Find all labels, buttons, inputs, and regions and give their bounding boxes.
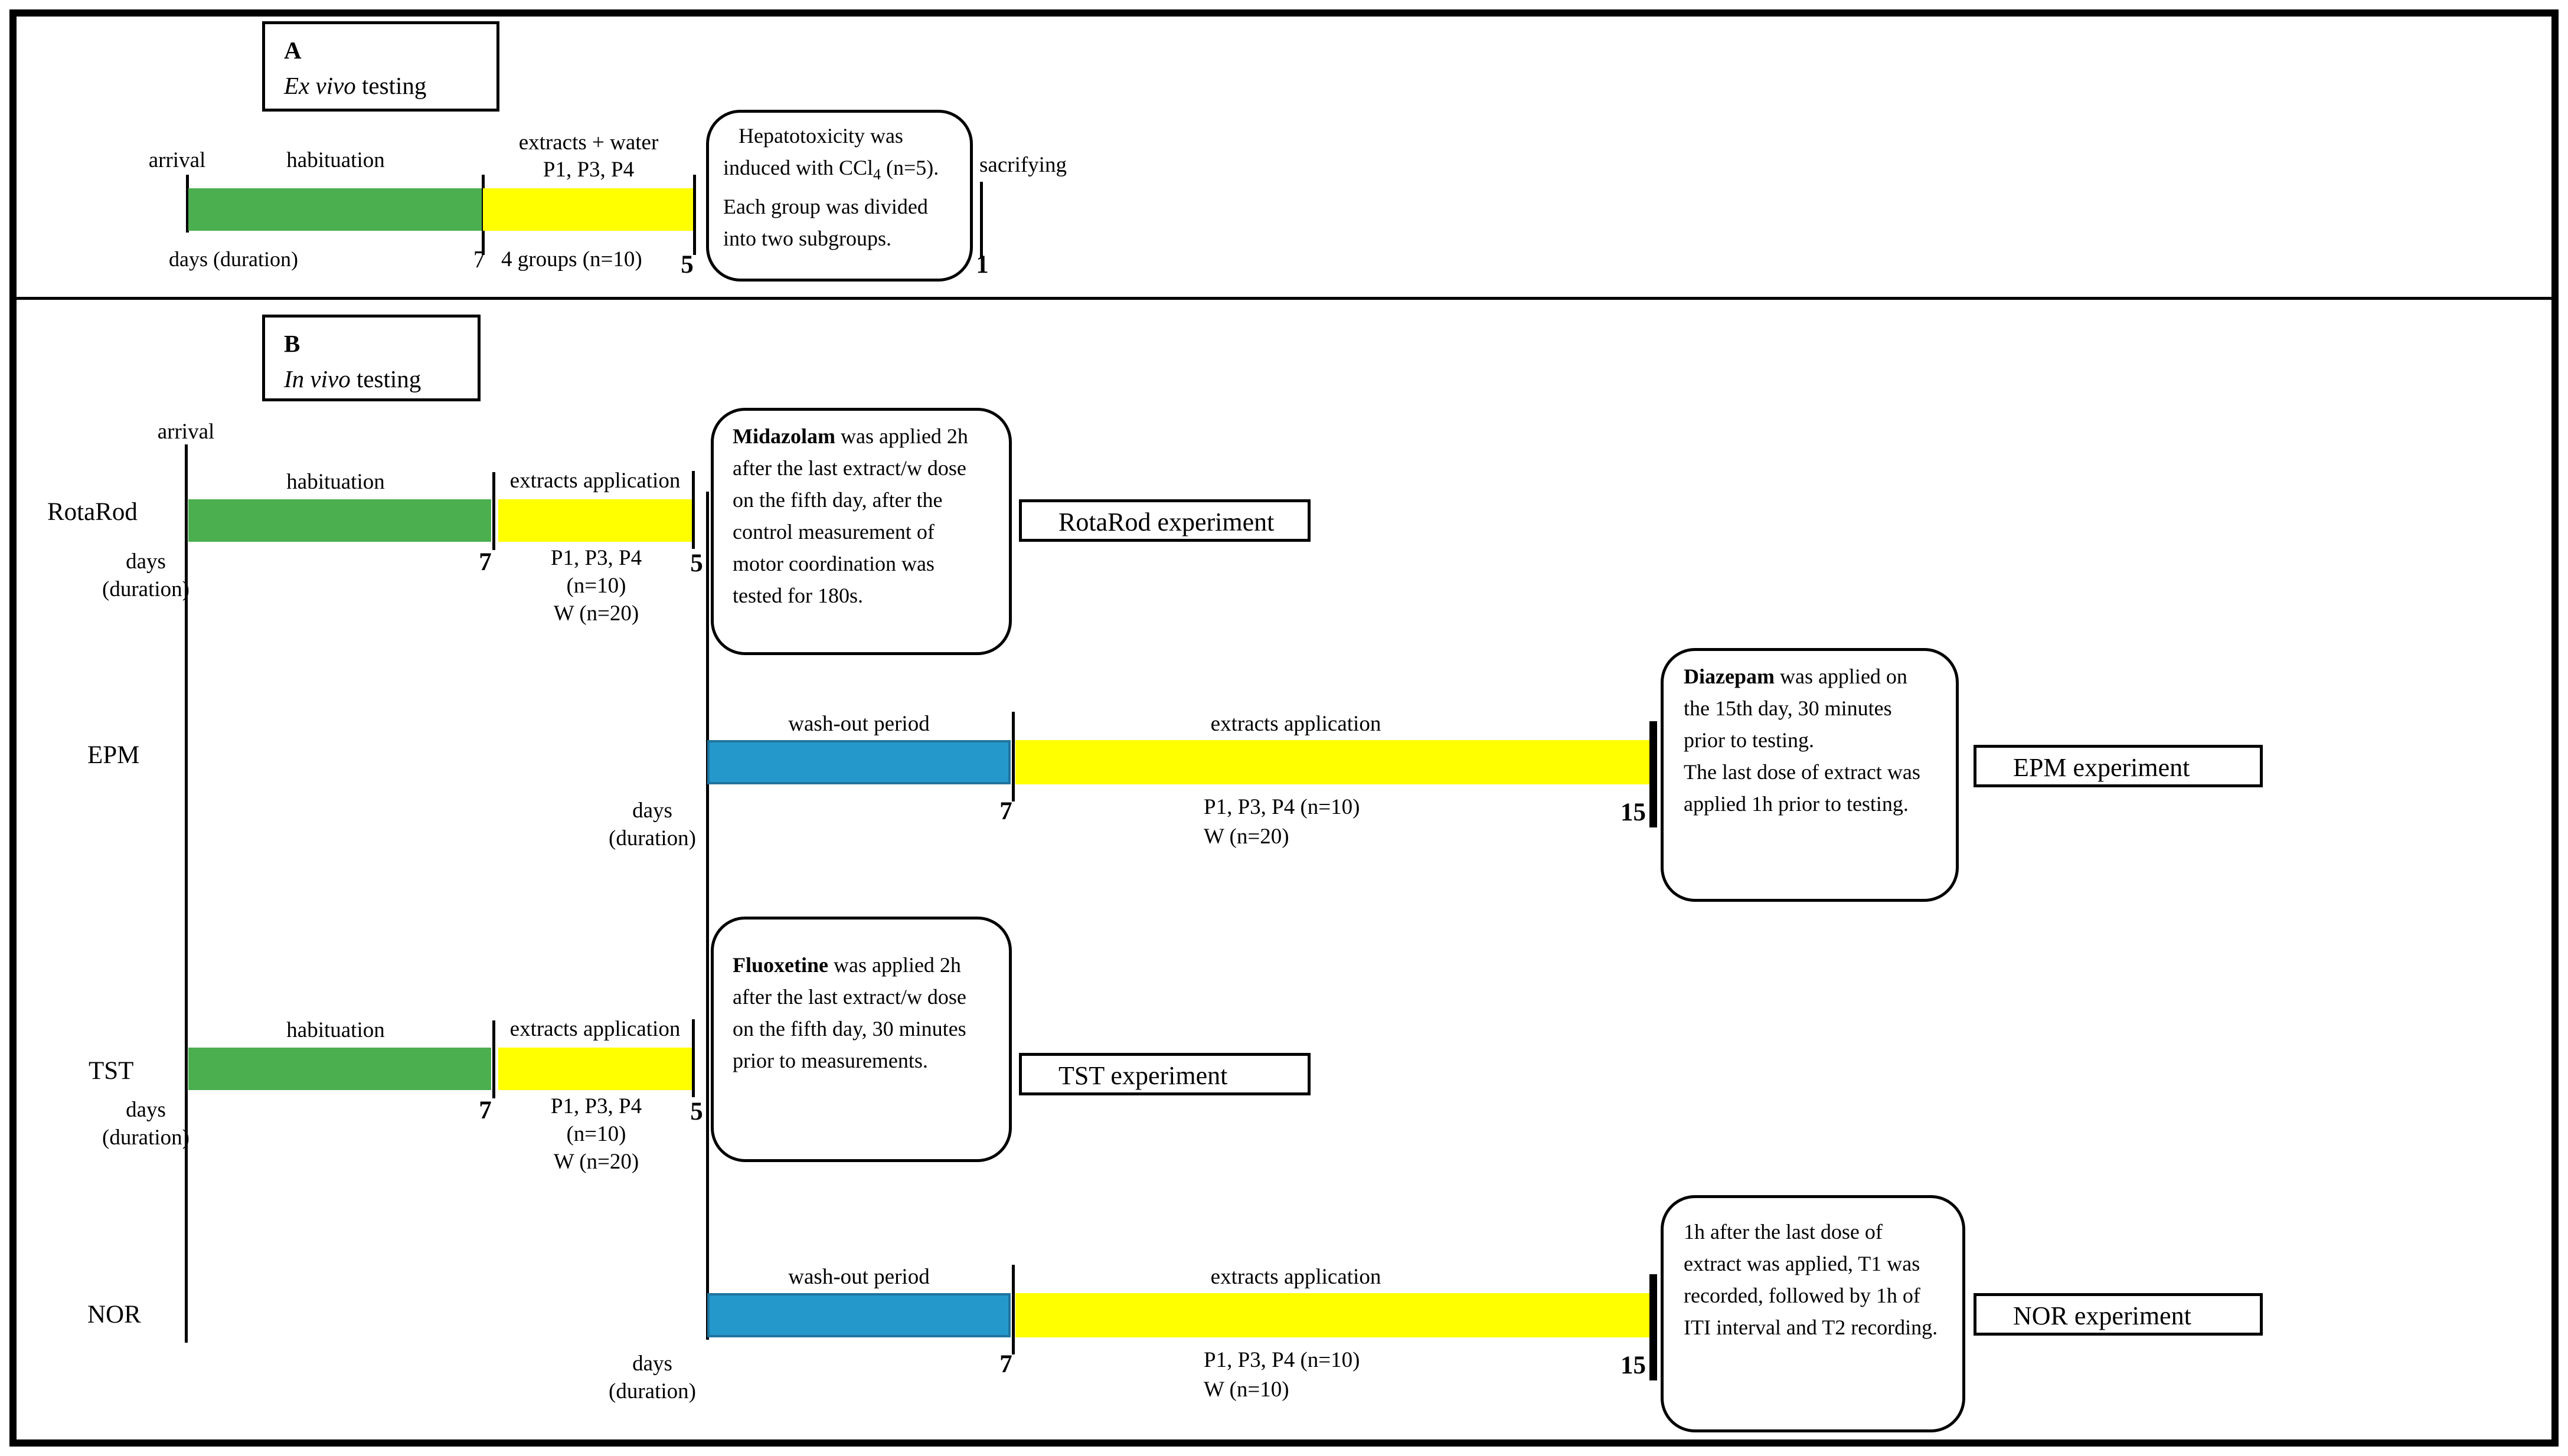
panel-a-day5-tick (693, 175, 696, 255)
nor-experiment-box: NOR experiment (1974, 1293, 2263, 1336)
panel-a-day5-number: 5 (681, 251, 694, 279)
panel-b-label: B (284, 330, 300, 357)
rotarod-day5-tick (692, 471, 695, 549)
panel-b-mid-line (706, 492, 709, 1340)
epm-days-axis-label: days (duration) (609, 799, 696, 850)
panel-a-day1-number: 1 (976, 251, 989, 279)
fluoxetine-note-box: Fluoxetine was applied 2h after the last… (711, 917, 1012, 1162)
rotarod-habituation-bar (188, 499, 491, 542)
rotarod-subjects-label: P1, P3, P4 (n=10) W (n=20) (550, 546, 642, 626)
nor-note-box: 1h after the last dose of extract was ap… (1661, 1195, 1965, 1432)
panel-a-extracts-label-line2: P1, P3, P4 (543, 158, 635, 182)
epm-experiment-box: EPM experiment (1974, 745, 2263, 787)
rotarod-experiment-box: RotaRod experiment (1019, 499, 1311, 542)
tst-day7-tick (492, 1020, 495, 1098)
tst-extracts-bar (498, 1048, 694, 1090)
epm-day7-tick (1012, 712, 1015, 801)
panel-a-sacrifice-tick (980, 182, 983, 257)
epm-subjects-line1: P1, P3, P4 (n=10) (1204, 795, 1360, 819)
nor-day15-number: 15 (1620, 1352, 1646, 1379)
panel-a-days-axis-label: days (duration) (169, 247, 298, 271)
panel-a-extracts-bar (483, 188, 694, 231)
panel-a-title: Ex vivo testing (284, 72, 427, 99)
epm-day7-number: 7 (999, 797, 1012, 825)
panel-a-title-box: A Ex vivo testing (262, 21, 499, 112)
panel-b-arrival-label: arrival (157, 420, 215, 444)
panel-b-title-box: B In vivo testing (262, 315, 481, 401)
panel-b-title: In vivo testing (284, 365, 422, 392)
diazepam-note-box: Diazepam was applied on the 15th day, 30… (1661, 648, 1959, 902)
tst-experiment-box: TST experiment (1019, 1053, 1311, 1095)
tst-day7-number: 7 (479, 1097, 492, 1124)
epm-extracts-label: extracts application (1210, 712, 1381, 736)
epm-washout-label: wash-out period (788, 712, 930, 736)
tst-row-label: TST (89, 1057, 134, 1085)
panel-a-day7-number: 7 (473, 246, 486, 273)
panel-a-sacrificing-label: sacrifying (979, 153, 1067, 177)
nor-day15-tick (1649, 1274, 1657, 1380)
rotarod-extracts-bar (498, 499, 694, 542)
nor-washout-label: wash-out period (788, 1265, 930, 1289)
tst-subjects-label: P1, P3, P4 (n=10) W (n=20) (550, 1094, 642, 1174)
panel-a-groups-label: 4 groups (n=10) (501, 247, 642, 271)
nor-days-axis-label: days (duration) (609, 1352, 696, 1403)
panel-a-habituation-bar (188, 188, 483, 231)
outer-border (9, 9, 2559, 1447)
tst-habituation-bar (188, 1048, 491, 1090)
epm-extracts-bar (1015, 740, 1654, 784)
nor-row-label: NOR (87, 1301, 141, 1329)
rotarod-row-label: RotaRod (47, 498, 138, 526)
nor-extracts-bar (1015, 1293, 1654, 1337)
epm-washout-bar (707, 740, 1011, 784)
panel-separator-line (13, 297, 2555, 300)
panel-a-habituation-label: habituation (286, 148, 385, 172)
nor-day7-tick (1012, 1265, 1015, 1354)
panel-a-extracts-label-line1: extracts + water (518, 130, 659, 155)
panel-a-start-tick (186, 175, 189, 233)
epm-subjects-line2: W (n=20) (1204, 824, 1289, 849)
tst-habituation-label: habituation (286, 1018, 385, 1042)
epm-day15-number: 15 (1620, 799, 1646, 826)
nor-day7-number: 7 (999, 1350, 1012, 1378)
nor-washout-bar (707, 1293, 1011, 1337)
midazolam-note-box: Midazolam was applied 2h after the last … (711, 408, 1012, 655)
rotarod-day7-number: 7 (479, 548, 492, 576)
panel-b-arrival-line (185, 444, 188, 1343)
tst-day5-number: 5 (690, 1098, 703, 1125)
nor-subjects-line1: P1, P3, P4 (n=10) (1204, 1348, 1360, 1372)
panel-a-arrival-label: arrival (148, 148, 206, 172)
rotarod-extracts-label: extracts application (509, 469, 681, 493)
panel-a-label: A (284, 37, 302, 64)
epm-row-label: EPM (87, 741, 140, 769)
tst-day5-tick (692, 1019, 695, 1097)
tst-days-axis-label: days (duration) (102, 1098, 190, 1150)
rotarod-habituation-label: habituation (286, 470, 385, 494)
rotarod-days-axis-label: days (duration) (102, 549, 190, 601)
nor-extracts-label: extracts application (1210, 1265, 1381, 1289)
rotarod-day7-tick (492, 472, 495, 550)
nor-subjects-line2: W (n=10) (1204, 1378, 1289, 1402)
tst-extracts-label: extracts application (509, 1017, 681, 1041)
rotarod-day5-number: 5 (690, 549, 703, 577)
hepatotoxicity-note-box: Hepatotoxicity was induced with CCl4 (n=… (706, 110, 973, 282)
epm-day15-tick (1649, 721, 1657, 827)
